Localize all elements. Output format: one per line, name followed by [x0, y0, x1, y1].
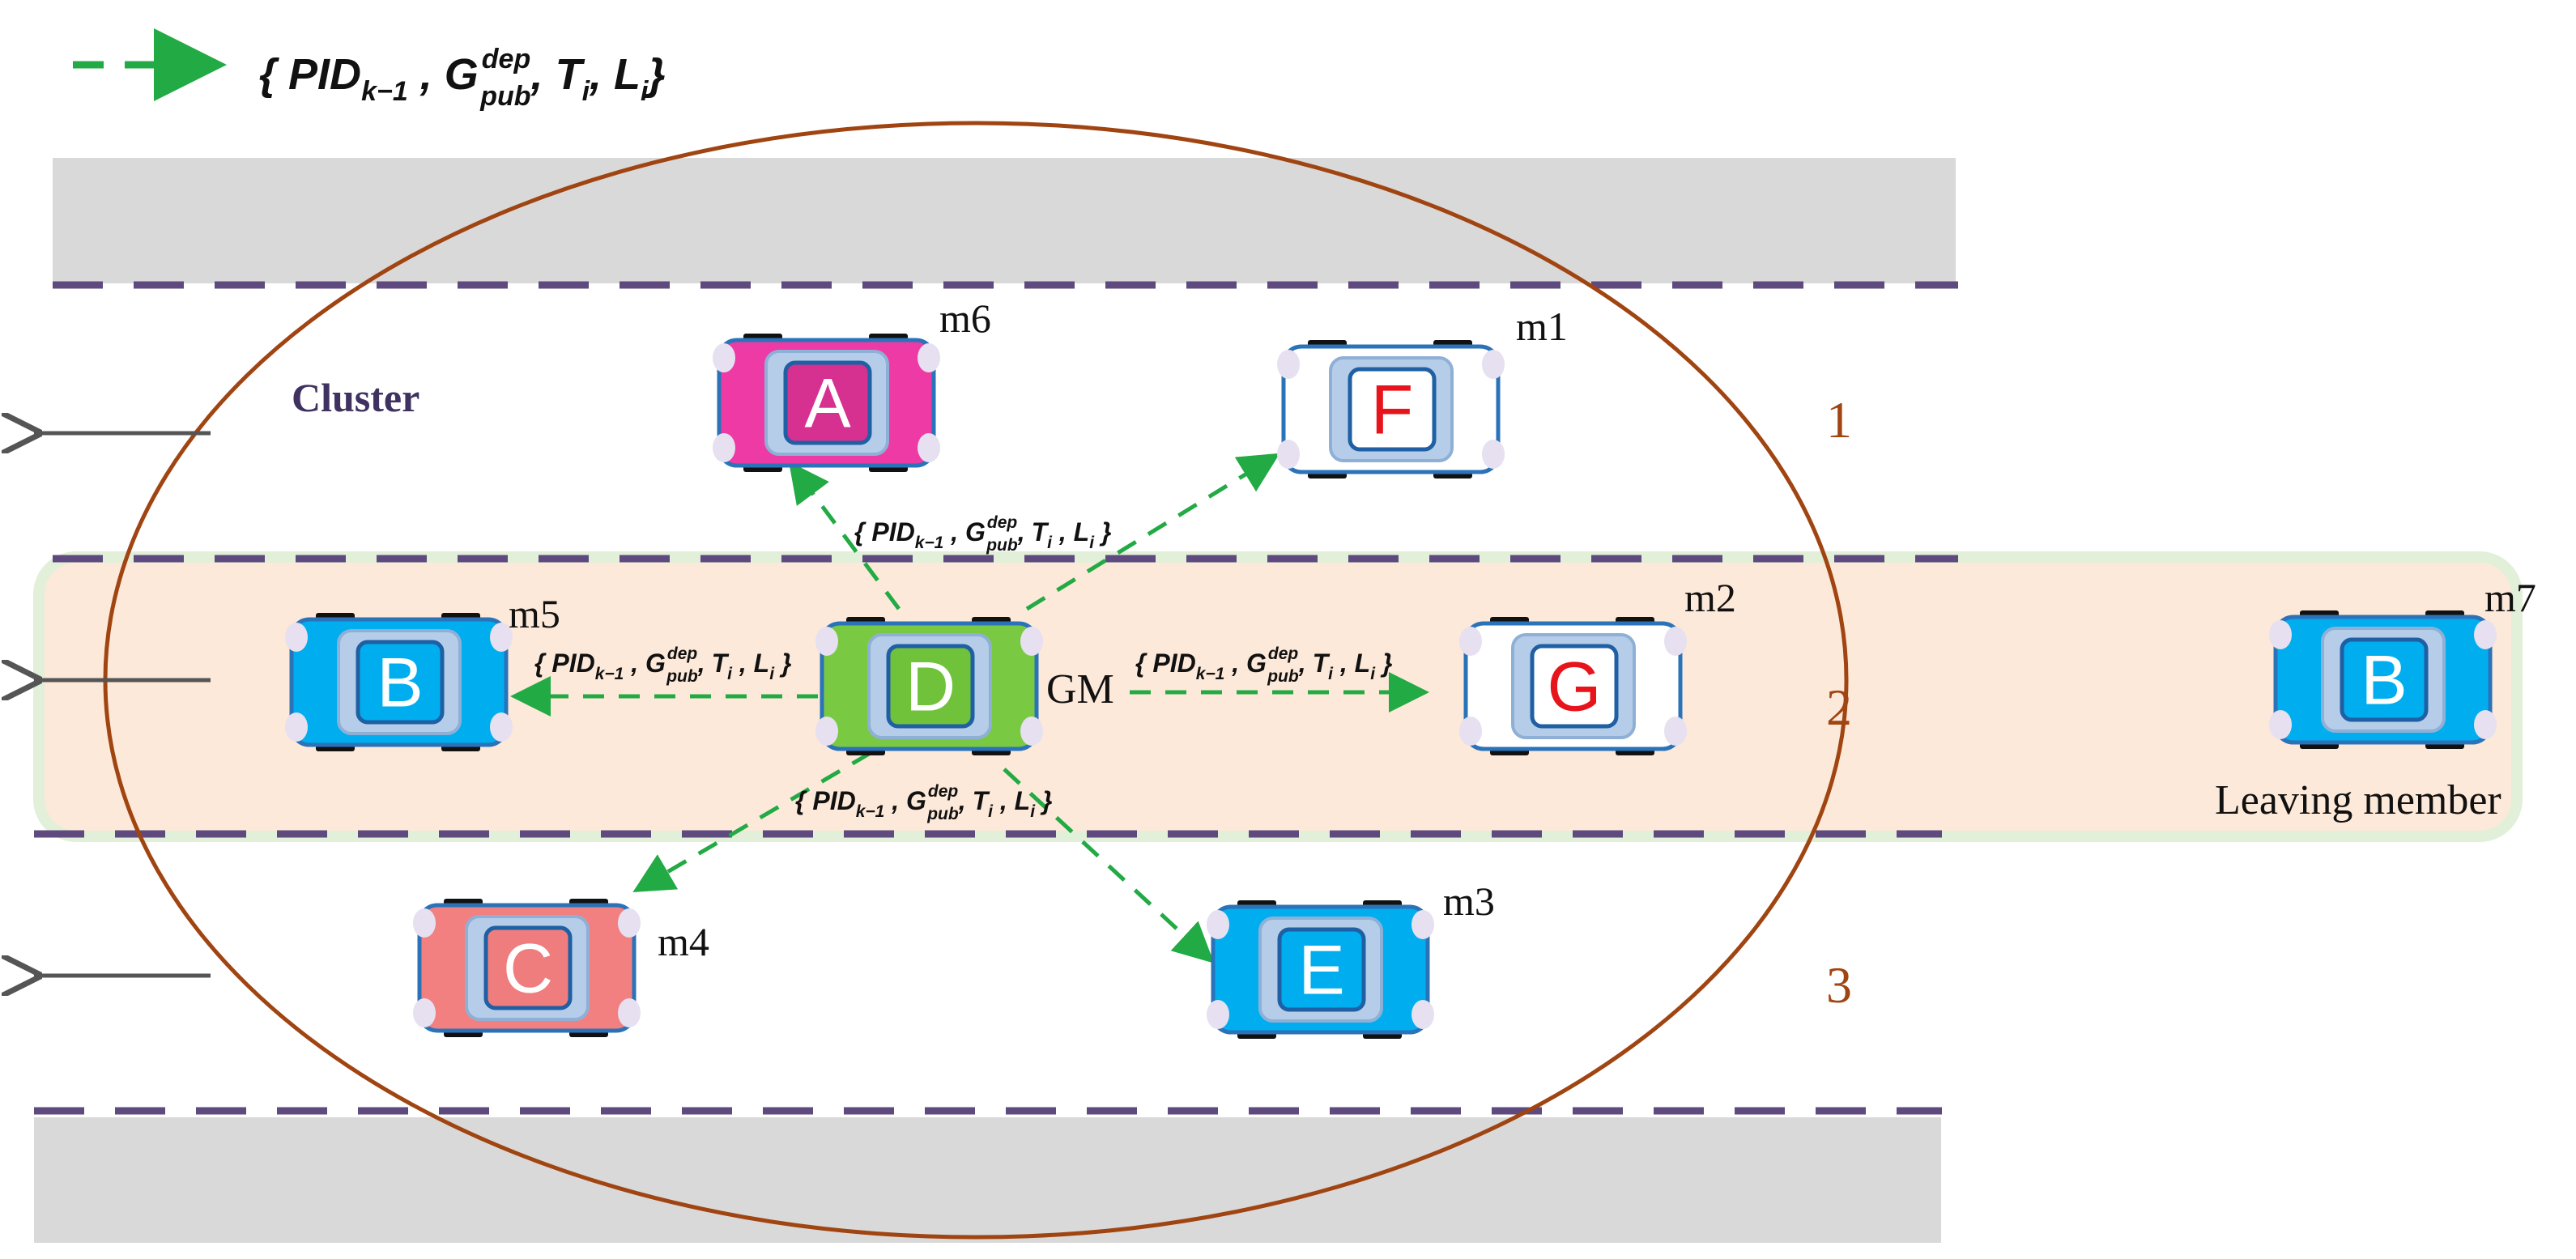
- vehicle-light: [413, 908, 436, 938]
- vehicle-light: [1020, 717, 1043, 746]
- lane-number-3: 3: [1826, 956, 1852, 1014]
- vehicle-roof: [1530, 644, 1619, 729]
- message-arrow-to-C: [632, 751, 872, 893]
- vehicle-roof: [356, 640, 445, 725]
- vehicle-roof: [483, 925, 573, 1010]
- member-label-m5: m5: [509, 591, 560, 636]
- lane-number-2: 2: [1826, 678, 1852, 736]
- vehicle-light: [1664, 717, 1687, 746]
- cluster-label: Cluster: [292, 375, 419, 420]
- vehicle-light: [490, 623, 513, 652]
- vehicle-light: [1207, 910, 1229, 939]
- vehicle-C: C: [413, 899, 641, 1037]
- message-arrow-to-A: [789, 461, 901, 610]
- vehicle-letter: F: [1371, 372, 1414, 449]
- vehicle-letter: B: [377, 644, 423, 722]
- road-shoulder-top: [53, 158, 1956, 283]
- member-label-m7: m7: [2484, 575, 2536, 620]
- vehicle-light: [1277, 440, 1300, 469]
- vehicle-light: [918, 433, 940, 462]
- vehicle-roof: [2340, 637, 2429, 722]
- vehicle-B: B: [285, 613, 513, 751]
- vehicle-G: G: [1459, 617, 1687, 755]
- vehicle-roof: [886, 644, 975, 729]
- vehicle-light: [1664, 627, 1687, 656]
- vehicle-light: [1207, 1000, 1229, 1029]
- vehicle-light: [618, 908, 641, 938]
- vehicle-letter: C: [503, 930, 553, 1008]
- lane-number-1: 1: [1826, 391, 1852, 449]
- vehicle-light: [1482, 350, 1505, 379]
- vehicle-roof: [1277, 927, 1366, 1012]
- vehicle-roof: [783, 360, 872, 445]
- vehicle-roof: [1348, 367, 1437, 452]
- vehicle-letter: D: [905, 649, 956, 726]
- vehicle-light: [713, 433, 735, 462]
- member-label-m3: m3: [1443, 878, 1495, 924]
- vehicle-light: [1482, 440, 1505, 469]
- vehicle-letter: G: [1548, 649, 1602, 726]
- vehicle-light: [1459, 717, 1482, 746]
- group-manager-label: GM: [1046, 666, 1114, 712]
- vehicle-light: [285, 712, 308, 742]
- vehicle-light: [918, 343, 940, 372]
- vehicle-light: [2474, 620, 2497, 649]
- vehicle-light: [1411, 1000, 1434, 1029]
- leaving-member-label: Leaving member: [2215, 777, 2501, 823]
- member-label-m2: m2: [1684, 575, 1736, 620]
- vehicle-F: F: [1277, 340, 1505, 479]
- vehicle-A: A: [713, 334, 940, 472]
- vehicle-E: E: [1207, 900, 1434, 1039]
- vehicle-light: [490, 712, 513, 742]
- vehicle-light: [1411, 910, 1434, 939]
- vehicle-light: [1020, 627, 1043, 656]
- message-arrows: [510, 453, 1429, 963]
- message-arrow-to-E: [1003, 768, 1215, 963]
- vehicle-light: [1277, 350, 1300, 379]
- vehicle-light: [815, 627, 838, 656]
- vehicle-light: [713, 343, 735, 372]
- vehicle-light: [2269, 620, 2292, 649]
- vehicle-B: B: [2269, 610, 2497, 749]
- vehicle-letter: E: [1298, 932, 1344, 1010]
- member-label-m6: m6: [939, 296, 991, 341]
- vehicle-light: [815, 717, 838, 746]
- vehicle-letter: A: [804, 365, 851, 443]
- vehicle-light: [1459, 627, 1482, 656]
- message-arrow-to-F: [1025, 453, 1280, 611]
- road-shoulder-bottom: [34, 1117, 1941, 1243]
- vehicle-letter: B: [2361, 642, 2407, 720]
- vehicle-light: [285, 623, 308, 652]
- vehicle-light: [618, 998, 641, 1027]
- vehicle-light: [2474, 710, 2497, 739]
- member-label-m1: m1: [1516, 304, 1568, 349]
- vehicle-light: [413, 998, 436, 1027]
- vehicle-D: D: [815, 617, 1043, 755]
- member-label-m4: m4: [658, 919, 709, 964]
- vehicle-light: [2269, 710, 2292, 739]
